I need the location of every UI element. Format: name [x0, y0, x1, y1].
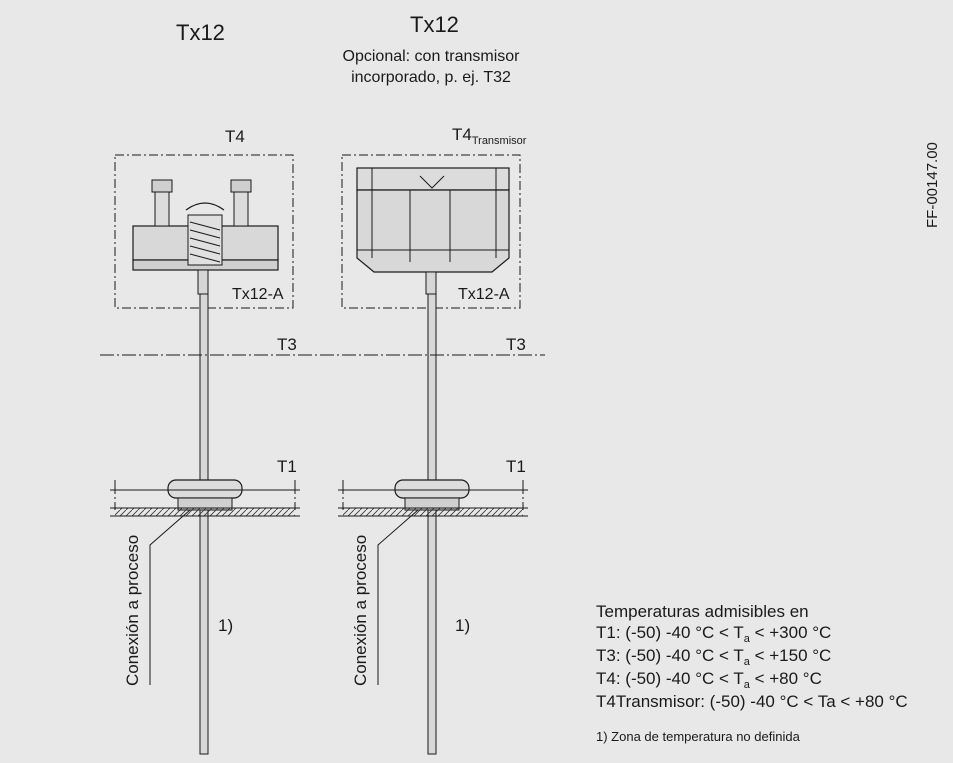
temps-row-t1: T1: (-50) -40 °C < Ta < +300 °C: [596, 622, 831, 646]
temps-footnote: 1) Zona de temperatura no definida: [596, 729, 800, 744]
temps-row-t1-suffix: < +300 °C: [749, 623, 832, 642]
temps-row-t4-sub: a: [743, 679, 750, 691]
temps-row-t3: T3: (-50) -40 °C < Ta < +150 °C: [596, 645, 831, 669]
left-model-label: Tx12-A: [232, 286, 284, 303]
left-process-connection-label: Conexión a proceso: [123, 534, 142, 686]
right-zone-t4-main: T4: [452, 125, 472, 144]
right-zone-t4-sub: Transmisor: [471, 135, 527, 147]
left-instrument: [110, 154, 300, 755]
temps-row-t4-prefix: T4: (-50) -40 °C < T: [596, 669, 744, 688]
right-zone-t3-label: T3: [506, 335, 526, 354]
temps-row-transmitter: T4Transmisor: (-50) -40 °C < Ta < +80 °C: [596, 692, 908, 711]
right-footnote-mark: 1): [455, 616, 471, 635]
right-process-connection-label: Conexión a proceso: [351, 534, 370, 686]
right-subtitle-line1: Opcional: con transmisor: [342, 48, 520, 65]
right-zone-t1-label: T1: [506, 457, 526, 476]
left-title: Tx12: [176, 20, 225, 45]
temps-row-t4: T4: (-50) -40 °C < Ta < +80 °C: [596, 668, 822, 692]
temps-row-t3-sub: a: [743, 656, 750, 668]
left-zone-t3-label: T3: [277, 335, 297, 354]
temps-heading: Temperaturas admisibles en: [596, 602, 809, 621]
right-subtitle-line2: incorporado, p. ej. T32: [351, 69, 511, 86]
right-zone-t4-label: T4Transmisor: [452, 125, 526, 147]
right-instrument: [338, 154, 528, 755]
figure-id-label: FF-00147.00: [924, 142, 941, 228]
left-zone-t1-label: T1: [277, 457, 297, 476]
temps-row-t3-prefix: T3: (-50) -40 °C < T: [596, 646, 744, 665]
left-footnote-mark: 1): [218, 616, 234, 635]
temps-row-t1-prefix: T1: (-50) -40 °C < T: [596, 623, 744, 642]
temps-row-t4-suffix: < +80 °C: [749, 669, 822, 688]
zone-lines: [100, 354, 545, 510]
temps-row-t3-suffix: < +150 °C: [749, 646, 832, 665]
right-model-label: Tx12-A: [458, 286, 510, 303]
left-zone-t4-label: T4: [225, 127, 245, 146]
right-title: Tx12: [410, 12, 459, 37]
temps-row-t1-sub: a: [743, 633, 750, 645]
